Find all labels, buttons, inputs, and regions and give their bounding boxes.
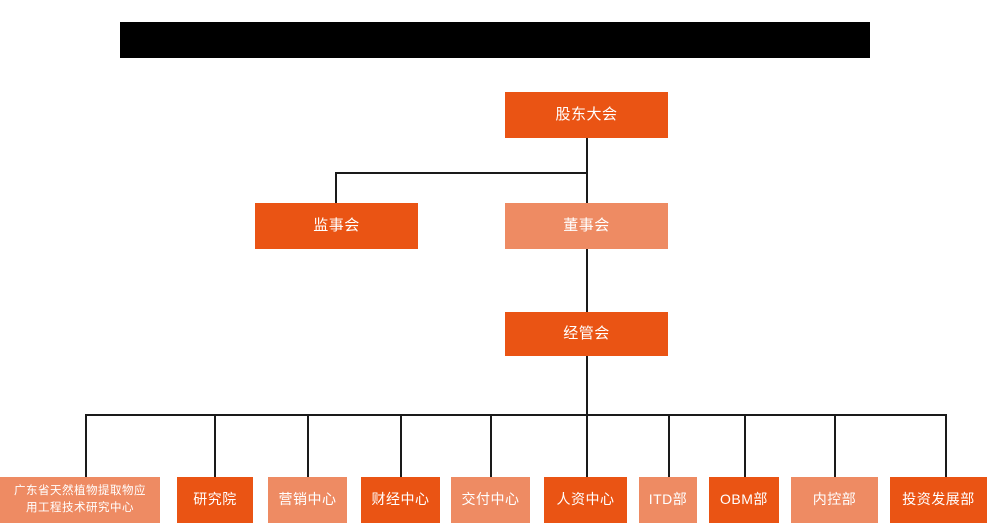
node-department-label: 内控部 bbox=[812, 491, 857, 508]
connector-drop-dept-3 bbox=[307, 414, 309, 477]
connector-drop-dept-7 bbox=[668, 414, 670, 477]
node-department-delivery-center[interactable]: 交付中心 bbox=[451, 477, 530, 523]
node-department-label: 交付中心 bbox=[461, 491, 520, 508]
node-department-label: OBM部 bbox=[720, 491, 768, 508]
node-board-of-supervisors[interactable]: 监事会 bbox=[255, 203, 418, 249]
connector-drop-dept-1 bbox=[85, 414, 87, 477]
node-department-label: 人资中心 bbox=[556, 491, 615, 508]
connector-drop-dept-5 bbox=[490, 414, 492, 477]
connector-drop-dept-8 bbox=[744, 414, 746, 477]
node-board-of-directors-label: 董事会 bbox=[563, 216, 610, 234]
connector-drop-dept-4 bbox=[400, 414, 402, 477]
node-department-label: 研究院 bbox=[193, 491, 237, 508]
connector-directors-to-management bbox=[586, 243, 588, 315]
connector-shareholders-branch bbox=[335, 172, 588, 174]
node-department-label: 广东省天然植物提取物应 用工程技术研究中心 bbox=[14, 485, 146, 514]
connector-management-to-bus bbox=[586, 356, 588, 416]
connector-directors-drop bbox=[586, 172, 588, 203]
node-department-investment-development[interactable]: 投资发展部 bbox=[890, 477, 987, 523]
node-department-marketing-center[interactable]: 营销中心 bbox=[268, 477, 347, 523]
connector-shareholders-stem bbox=[586, 138, 588, 174]
node-board-of-directors[interactable]: 董事会 bbox=[505, 203, 668, 249]
node-department-label: 投资发展部 bbox=[902, 491, 975, 508]
node-department-itd[interactable]: ITD部 bbox=[639, 477, 697, 523]
node-department-label: 财经中心 bbox=[371, 491, 430, 508]
connector-drop-dept-6 bbox=[586, 414, 588, 477]
node-department-finance-center[interactable]: 财经中心 bbox=[361, 477, 440, 523]
node-department-label: ITD部 bbox=[648, 491, 688, 508]
node-department-research-institute[interactable]: 研究院 bbox=[177, 477, 253, 523]
node-department-guangdong-research-center[interactable]: 广东省天然植物提取物应 用工程技术研究中心 bbox=[0, 477, 160, 523]
redacted-title-banner bbox=[120, 22, 870, 58]
connector-department-bus bbox=[85, 414, 945, 416]
connector-drop-dept-10 bbox=[945, 414, 947, 477]
node-management-committee-label: 经管会 bbox=[563, 324, 610, 342]
node-department-label: 营销中心 bbox=[278, 491, 337, 508]
node-shareholders-meeting[interactable]: 股东大会 bbox=[505, 92, 668, 138]
node-management-committee[interactable]: 经管会 bbox=[505, 312, 668, 356]
connector-drop-dept-9 bbox=[834, 414, 836, 477]
node-department-hr-center[interactable]: 人资中心 bbox=[544, 477, 627, 523]
node-board-of-supervisors-label: 监事会 bbox=[313, 216, 360, 234]
node-shareholders-meeting-label: 股东大会 bbox=[555, 105, 618, 123]
connector-drop-dept-2 bbox=[214, 414, 216, 477]
node-department-internal-control[interactable]: 内控部 bbox=[791, 477, 878, 523]
connector-supervisors-drop bbox=[335, 172, 337, 203]
node-department-obm[interactable]: OBM部 bbox=[709, 477, 779, 523]
